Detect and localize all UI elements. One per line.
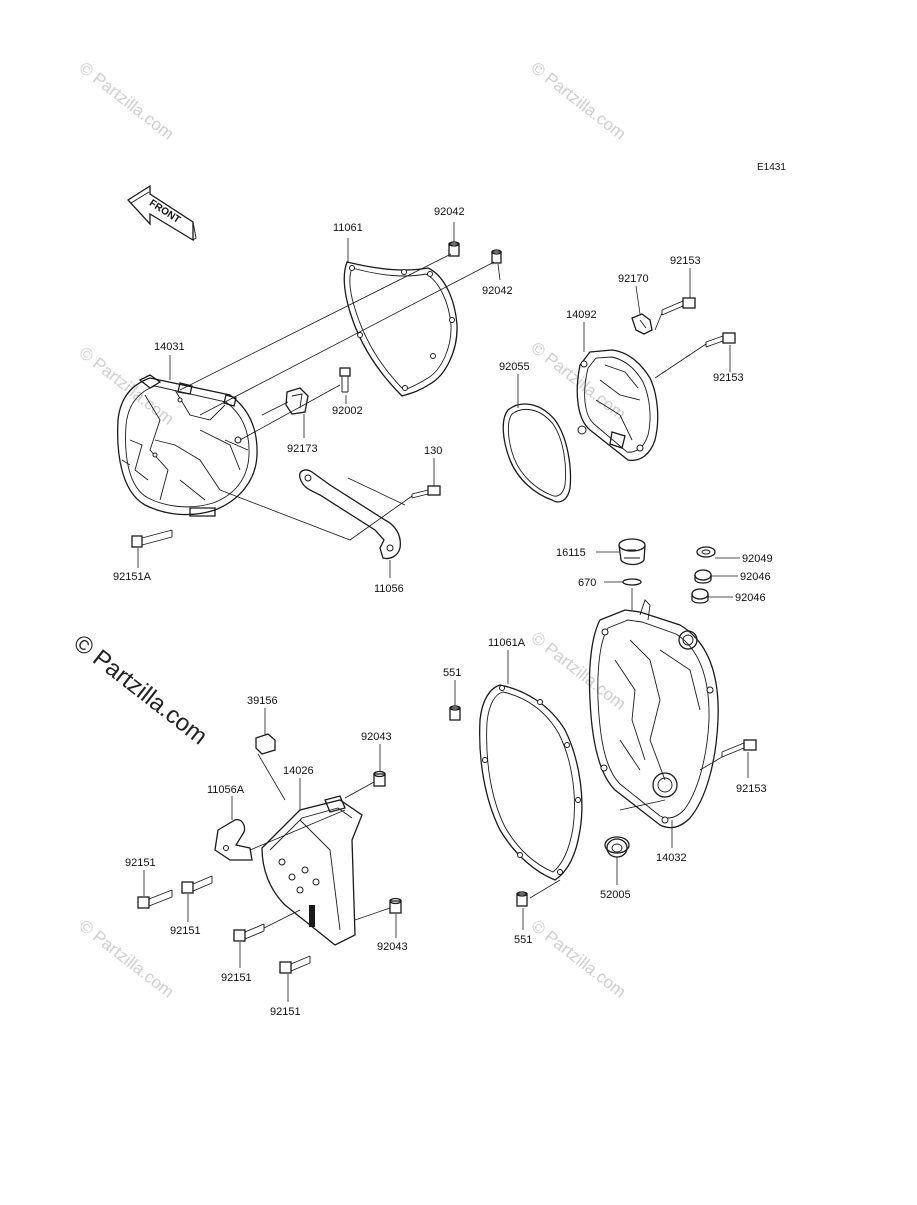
part-label: 92043	[377, 941, 408, 953]
collar-92043-b	[389, 897, 402, 914]
part-label: 92173	[287, 443, 318, 455]
part-label: 92151	[170, 925, 201, 937]
o-ring-670	[622, 578, 642, 586]
gasket-92055	[502, 403, 572, 503]
oil-seal-52005	[604, 836, 630, 858]
part-label: 92043	[361, 731, 392, 743]
clamp-92173	[285, 387, 309, 415]
clamp-92170	[631, 313, 653, 335]
part-label: 11056A	[207, 784, 245, 796]
part-label: 14032	[656, 852, 687, 864]
watermark-main: © Partzilla.com	[68, 629, 212, 750]
part-label: 92046	[735, 592, 766, 604]
part-label: 92170	[618, 273, 649, 285]
washer-92049	[696, 546, 716, 558]
bushing-92046-b	[691, 588, 709, 604]
part-label: 16115	[556, 547, 586, 559]
watermark-6: © Partzilla.com	[76, 916, 178, 1002]
bolt-92002	[339, 367, 351, 393]
cover-14092	[576, 349, 659, 461]
part-label: 130	[424, 445, 442, 457]
cover-14031	[116, 374, 258, 517]
part-label: 39156	[247, 695, 278, 707]
part-label: 92151	[221, 972, 252, 984]
part-label: 92049	[742, 553, 773, 565]
part-label: 92046	[740, 571, 771, 583]
dowel-551-a	[449, 705, 461, 721]
part-label: 92002	[332, 405, 363, 417]
watermark-5: © Partzilla.com	[528, 628, 630, 714]
diagram-ref-code: E1431	[757, 162, 786, 173]
part-label: 670	[578, 577, 596, 589]
watermark-3: © Partzilla.com	[76, 343, 178, 429]
leader-lines	[137, 222, 749, 1002]
oil-cap-16115	[618, 538, 646, 566]
watermark-7: © Partzilla.com	[528, 916, 630, 1002]
part-label: 551	[443, 667, 461, 679]
guard-14026	[261, 795, 363, 946]
part-label: 92042	[482, 285, 513, 297]
part-label: 14092	[566, 309, 597, 321]
bolt-92153-a	[661, 297, 696, 316]
part-label: 11061	[333, 222, 363, 234]
part-label: 92153	[670, 255, 701, 267]
front-arrow-icon: FRONT	[126, 184, 197, 242]
part-label: 92151	[270, 1006, 301, 1018]
part-label: 92151	[125, 857, 156, 869]
part-label: 11061A	[488, 637, 526, 649]
part-label: 92042	[434, 206, 465, 218]
watermark-1: © Partzilla.com	[76, 58, 178, 144]
watermark-2: © Partzilla.com	[528, 58, 630, 144]
bolt-92153-c	[721, 739, 757, 758]
part-label: 52005	[600, 889, 631, 901]
gasket-11061	[343, 261, 458, 397]
bolt-92151A	[131, 529, 173, 548]
bracket-11056	[299, 469, 401, 560]
bolt-92151-b	[181, 875, 213, 894]
part-labels: 92042 11061 92042 14031 92002 92173 130 …	[113, 206, 773, 1018]
cover-14032	[588, 599, 719, 829]
part-label: 551	[514, 934, 532, 946]
dowel-551-b	[516, 891, 528, 907]
bracket-11056A	[214, 819, 253, 861]
dowel-92042-b	[491, 249, 502, 264]
damper-39156	[255, 733, 276, 755]
part-label: 14026	[283, 765, 314, 777]
part-label: 92153	[736, 783, 767, 795]
bolt-92151-c	[233, 923, 265, 942]
part-label: 92055	[499, 361, 530, 373]
gasket-11061A	[479, 684, 583, 881]
collar-92043-a	[373, 770, 386, 787]
part-label: 92153	[713, 372, 744, 384]
bolt-92153-b	[705, 332, 736, 348]
part-label: 14031	[154, 341, 185, 353]
bolt-130	[411, 485, 441, 499]
bolt-92151-d	[279, 955, 311, 974]
part-label: 92151A	[113, 571, 152, 583]
bolt-92151-a	[137, 889, 173, 909]
bushing-92046-a	[694, 569, 712, 584]
part-label: 11056	[374, 583, 404, 595]
